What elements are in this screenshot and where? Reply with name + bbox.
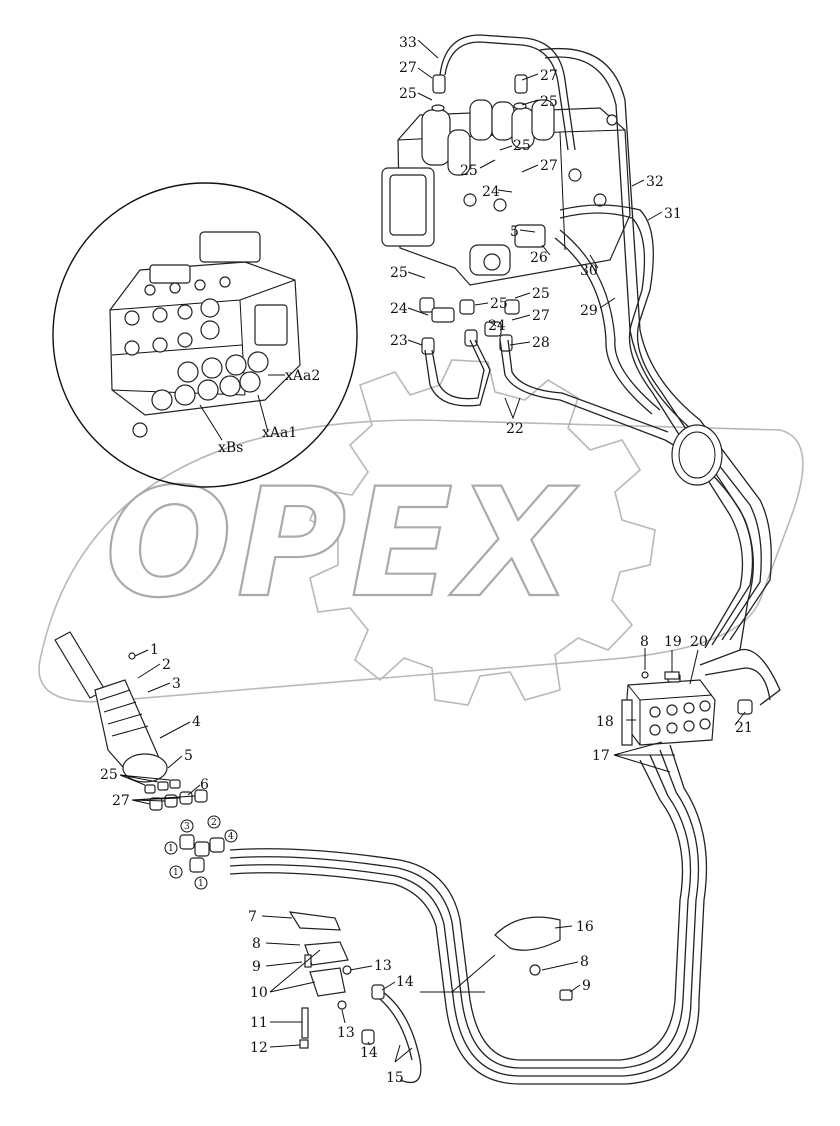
- callout-5-b: 5: [184, 748, 193, 764]
- callout-25-f: 25: [532, 286, 550, 302]
- callout-2: 2: [162, 657, 171, 673]
- callout-13-b: 13: [337, 1025, 355, 1041]
- callout-27-a: 27: [399, 60, 417, 76]
- callout-23: 23: [390, 333, 408, 349]
- watermark-text: OPEX: [105, 457, 579, 631]
- callout-20: 20: [690, 634, 708, 650]
- callout-14-b: 14: [360, 1045, 378, 1061]
- callout-29: 29: [580, 303, 598, 319]
- callout-22: 22: [506, 421, 524, 437]
- manifold-block-20: [624, 673, 753, 746]
- circled-1-a: 1: [168, 844, 174, 854]
- callout-31: 31: [664, 206, 682, 222]
- block-10: [304, 941, 349, 997]
- callout-24-b: 24: [390, 301, 408, 317]
- bracket-18: [621, 699, 633, 746]
- callout-8-a: 8: [640, 634, 649, 650]
- callout-5-a: 5: [510, 224, 519, 240]
- callout-25-d: 25: [460, 163, 478, 179]
- circled-4: 4: [228, 832, 234, 842]
- callout-26: 26: [530, 250, 548, 266]
- inset-label-xaa2: xAa2: [285, 368, 320, 384]
- callout-19: 19: [664, 634, 682, 650]
- callout-3: 3: [172, 676, 181, 692]
- callout-30: 30: [580, 263, 598, 279]
- callout-8-c: 8: [580, 954, 589, 970]
- circled-1-c: 1: [198, 879, 204, 889]
- callout-18: 18: [596, 714, 614, 730]
- callout-13-a: 13: [374, 958, 392, 974]
- callout-15: 15: [386, 1070, 404, 1086]
- callout-25-g: 25: [490, 296, 508, 312]
- callout-1: 1: [150, 642, 159, 658]
- joystick-assembly: [54, 631, 225, 873]
- callout-4: 4: [192, 714, 201, 730]
- callout-24-a: 24: [482, 184, 500, 200]
- callout-25-c: 25: [513, 138, 531, 154]
- callout-33: 33: [399, 35, 417, 51]
- part-callouts: 33 27 27 25 25 25 25 27 24 32 31 5 26 30…: [100, 35, 753, 1086]
- valve-detail-inset: xAa2 xAa1 xBs: [52, 182, 358, 488]
- callout-27-d: 27: [532, 308, 550, 324]
- circled-3: 3: [184, 822, 190, 832]
- clamp-16: [494, 916, 573, 1001]
- fastener-parts: [299, 671, 680, 1049]
- callout-27-e: 27: [112, 793, 130, 809]
- callout-21: 21: [735, 720, 753, 736]
- inset-label-xaa1: xAa1: [262, 425, 297, 441]
- circled-2: 2: [211, 818, 217, 828]
- watermark-gear: [308, 359, 656, 706]
- callout-24-c: 24: [488, 318, 506, 334]
- callout-9-b: 9: [582, 978, 591, 994]
- callout-25-a: 25: [399, 86, 417, 102]
- callout-17: 17: [592, 748, 610, 764]
- callout-28: 28: [532, 335, 550, 351]
- callout-25-e: 25: [390, 265, 408, 281]
- leader-lines: [119, 39, 746, 1063]
- callout-25-h: 25: [100, 767, 118, 783]
- callout-11: 11: [250, 1015, 268, 1031]
- callout-9-a: 9: [252, 959, 261, 975]
- inset-label-xbs: xBs: [218, 440, 243, 456]
- callout-27-c: 27: [540, 158, 558, 174]
- callout-16: 16: [576, 919, 594, 935]
- hoses: [229, 34, 781, 1085]
- callout-25-b: 25: [540, 94, 558, 110]
- circled-1-b: 1: [173, 868, 179, 878]
- callout-8-b: 8: [252, 936, 261, 952]
- callout-10: 10: [250, 985, 268, 1001]
- callout-32: 32: [646, 174, 664, 190]
- callout-6: 6: [200, 777, 209, 793]
- callout-7: 7: [248, 909, 257, 925]
- callout-14-a: 14: [396, 974, 414, 990]
- callout-27-b: 27: [540, 68, 558, 84]
- bracket-7: [288, 911, 341, 931]
- callout-12: 12: [250, 1040, 268, 1056]
- circled-callouts: 1 1 3 2 4 1: [164, 815, 238, 890]
